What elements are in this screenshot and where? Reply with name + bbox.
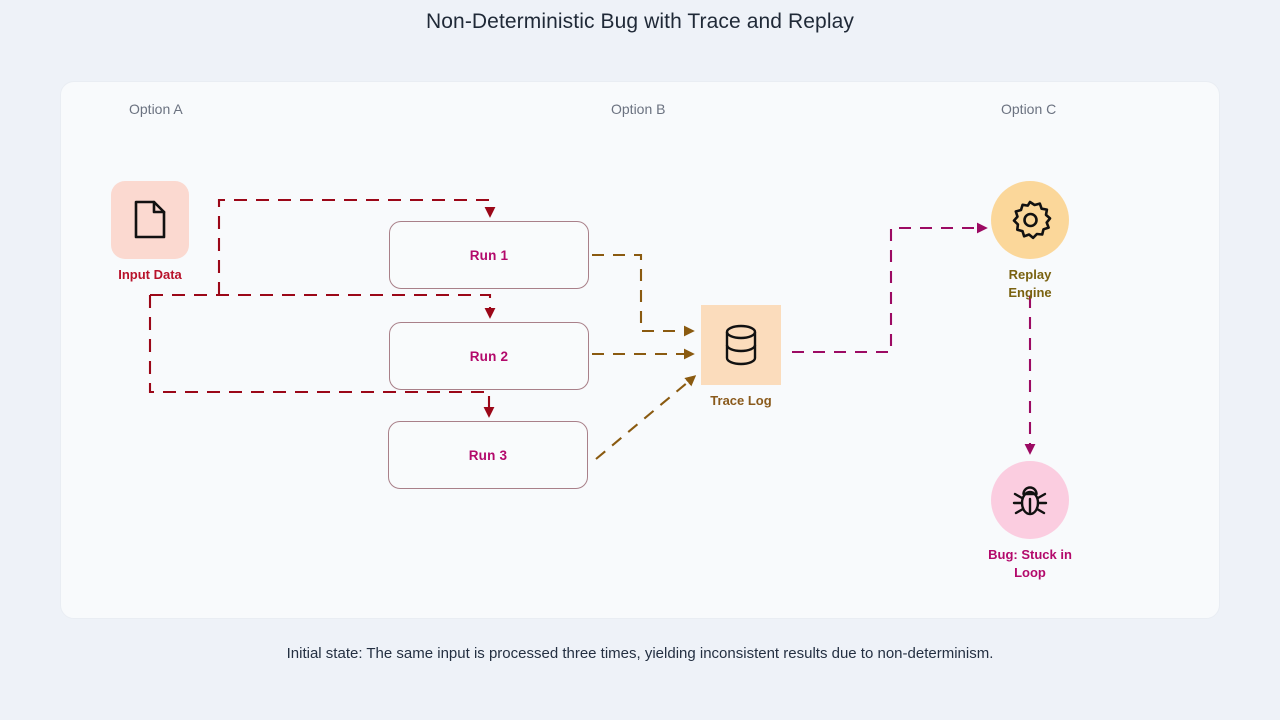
column-header-option-a: Option A — [129, 101, 183, 117]
node-input-data[interactable]: Input Data — [111, 181, 189, 284]
bug-label: Bug: Stuck in Loop — [988, 547, 1072, 580]
database-icon — [725, 324, 757, 366]
run-box-run-3[interactable]: Run 3 — [388, 421, 588, 489]
replay-engine-label: Replay Engine — [1008, 267, 1052, 300]
node-bug-stuck-in-loop[interactable]: Bug: Stuck in Loop — [988, 461, 1072, 582]
document-icon — [134, 200, 166, 239]
input-data-shape — [111, 181, 189, 259]
run-3-label: Run 3 — [468, 447, 508, 463]
caption: Initial state: The same input is process… — [286, 645, 994, 662]
bug-shape — [991, 461, 1069, 539]
node-trace-log[interactable]: Trace Log — [701, 305, 781, 410]
run-1-label: Run 1 — [469, 247, 509, 263]
node-replay-engine[interactable]: Replay Engine — [991, 181, 1069, 302]
column-header-option-b: Option B — [611, 101, 666, 117]
page-title: Non-Deterministic Bug with Trace and Rep… — [426, 10, 854, 33]
replay-engine-shape — [991, 181, 1069, 259]
trace-log-shape — [701, 305, 781, 385]
bug-icon — [1012, 486, 1048, 516]
run-2-label: Run 2 — [469, 348, 509, 364]
gear-icon — [1012, 200, 1052, 240]
trace-log-label: Trace Log — [710, 393, 772, 408]
input-data-label: Input Data — [118, 267, 182, 282]
run-box-run-1[interactable]: Run 1 — [389, 221, 589, 289]
run-box-run-2[interactable]: Run 2 — [389, 322, 589, 390]
column-header-option-c: Option C — [1001, 101, 1057, 117]
